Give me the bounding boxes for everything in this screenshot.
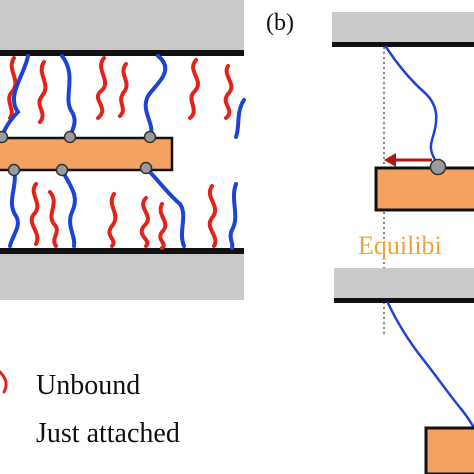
attachment-bead: [429, 158, 447, 176]
panel-b-slab: [374, 166, 474, 212]
attached-strand: [386, 301, 474, 430]
attachment-bead: [63, 130, 77, 144]
attached-strand: [228, 182, 238, 250]
force-arrow-head: [384, 153, 396, 167]
legend: Unbound Just attached: [0, 370, 180, 449]
unbound-strand: [37, 60, 48, 124]
attached-strand: [144, 166, 186, 248]
unbound-strand: [29, 182, 40, 246]
attached-strand: [8, 168, 20, 248]
attached-strand: [384, 45, 440, 168]
panel-b-top-plate-edge: [332, 42, 474, 47]
panel-b-top-plate-2-edge: [334, 298, 474, 303]
attachment-bead: [0, 130, 9, 144]
legend-unbound-swatch: [0, 370, 8, 394]
unbound-strand: [188, 58, 200, 120]
panel-a-bottom-plate: [0, 254, 244, 300]
unbound-strand: [96, 56, 108, 120]
panel-b: (b) Equilibi: [266, 10, 474, 474]
attached-strand: [0, 54, 30, 139]
panel-b-top-plate: [332, 12, 474, 42]
panel-b-label: (b): [266, 10, 294, 36]
panel-a-top-plate: [0, 0, 244, 50]
panel-b-slab-2: [424, 426, 474, 474]
legend-unbound-label: Unbound: [36, 370, 140, 401]
attachment-bead: [7, 163, 21, 177]
unbound-strand: [207, 184, 218, 248]
attached-strand: [143, 54, 168, 139]
attachment-bead: [55, 163, 69, 177]
legend-attached-label: Just attached: [36, 418, 180, 449]
unbound-strand: [118, 62, 129, 118]
attachment-bead: [143, 130, 157, 144]
unbound-strand: [139, 196, 150, 248]
attached-strand: [234, 98, 246, 139]
unbound-strand: [107, 192, 118, 248]
unbound-strand: [7, 56, 18, 120]
attached-strand: [60, 168, 77, 248]
unbound-strand: [223, 64, 234, 120]
panel-a-top-plate-edge: [0, 50, 244, 56]
panel-b-top-plate-2: [334, 268, 474, 298]
panel-a-bottom-plate-edge: [0, 248, 244, 254]
unbound-strand: [158, 202, 168, 250]
attachment-bead: [139, 161, 153, 175]
attached-strand: [60, 54, 77, 139]
unbound-strand: [48, 190, 59, 248]
equilibrium-label: Equilibi: [358, 231, 442, 260]
panel-a: [0, 0, 246, 300]
